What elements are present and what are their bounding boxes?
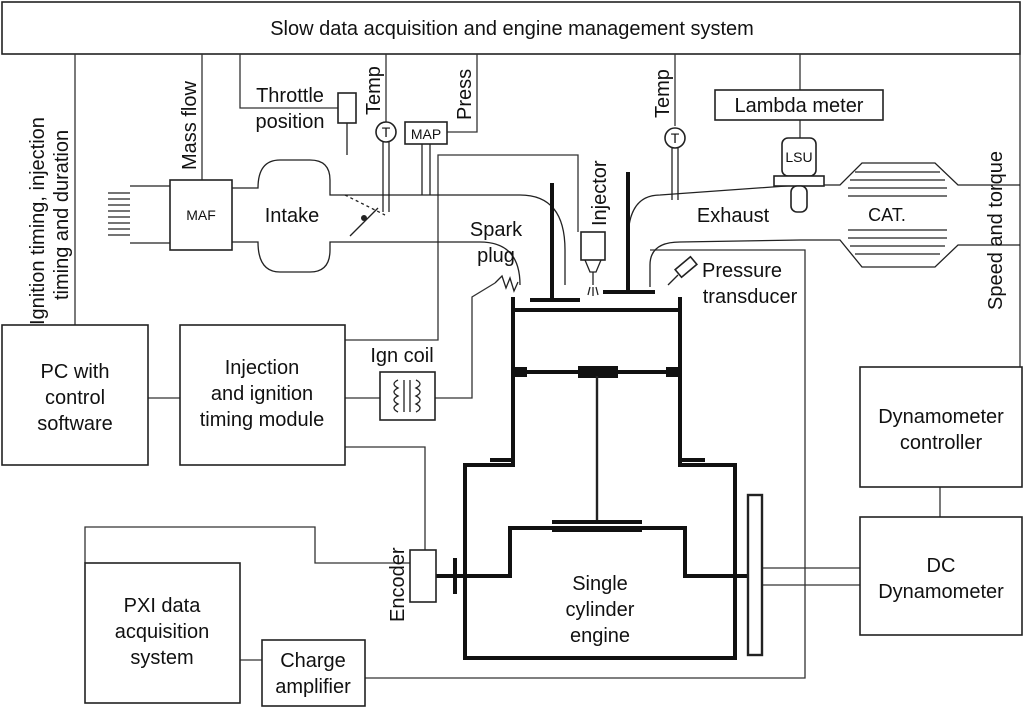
- dc-dyno-box: DC Dynamometer: [859, 516, 1023, 636]
- speed-torque-label: Speed and torque: [985, 151, 1007, 310]
- pressure-transducer-label-2: transducer: [703, 286, 798, 308]
- temp-exhaust-label: Temp: [652, 69, 674, 118]
- pxi-label-3: system: [130, 647, 193, 669]
- pxi-box: PXI data acquisition system: [84, 562, 241, 704]
- lambda-label: Lambda meter: [735, 95, 864, 117]
- ignition-label-2: timing and duration: [51, 130, 73, 300]
- exhaust-system: CAT. T LSU: [627, 127, 1020, 287]
- engine-label-3: engine: [570, 625, 630, 647]
- pxi-label-1: PXI data: [124, 595, 202, 617]
- temp-intake-label: Temp: [363, 66, 385, 115]
- slow-daq-box: Slow data acquisition and engine managem…: [1, 1, 1021, 55]
- injection-label-3: timing module: [200, 409, 325, 431]
- engine-label-1: Single: [572, 573, 628, 595]
- slow-daq-label: Slow data acquisition and engine managem…: [270, 18, 754, 40]
- pc-label-3: software: [37, 413, 113, 435]
- injection-label-2: and ignition: [211, 383, 313, 405]
- throttle-label-2: position: [256, 111, 325, 133]
- air-filter-icon: [108, 192, 130, 236]
- ign-coil-box: [379, 371, 436, 421]
- dc-dyno-label-2: Dynamometer: [878, 581, 1004, 603]
- injector-label: Injector: [589, 160, 611, 226]
- intake-label: Intake: [265, 205, 319, 227]
- lambda-meter-box: Lambda meter: [714, 89, 884, 121]
- pc-label-2: control: [45, 387, 105, 409]
- engine-body: [435, 172, 764, 660]
- maf-label: MAF: [186, 207, 216, 223]
- map-sensor: [404, 121, 448, 145]
- cat-label: CAT.: [868, 205, 906, 225]
- catalytic-converter: CAT.: [848, 171, 947, 255]
- pressure-transducer-icon: [667, 255, 699, 286]
- pc-box: PC with control software: [1, 324, 149, 466]
- encoder-label: Encoder: [387, 547, 409, 622]
- charge-amp-box: Charge amplifier: [261, 639, 366, 707]
- temp-sensor-exhaust: [664, 127, 686, 149]
- lsu-label: LSU: [785, 149, 812, 165]
- spark-plug-label-1: Spark: [470, 219, 523, 241]
- pressure-transducer-label-1: Pressure: [702, 260, 782, 282]
- svg-text:T: T: [382, 124, 391, 140]
- charge-label-1: Charge: [280, 650, 346, 672]
- throttle-label-1: Throttle: [256, 85, 324, 107]
- signal-wires: [74, 54, 1021, 679]
- mass-flow-label: Mass flow: [179, 81, 201, 170]
- throttle-sensor: [337, 92, 357, 124]
- spark-plug-icon: [494, 274, 519, 293]
- injection-label-1: Injection: [225, 357, 300, 379]
- pc-label-1: PC with: [41, 361, 110, 383]
- engine-label-2: cylinder: [566, 599, 635, 621]
- ignition-label-1: Ignition timing, injection: [27, 117, 49, 325]
- pxi-label-2: acquisition: [115, 621, 210, 643]
- intake-system: MAF T MAP: [108, 92, 566, 286]
- press-label: Press: [454, 69, 476, 120]
- charge-label-2: amplifier: [275, 676, 351, 698]
- dc-dyno-label-1: DC: [927, 555, 956, 577]
- dyno-controller-box: Dynamometer controller: [859, 366, 1023, 488]
- encoder-box: [409, 549, 437, 603]
- maf-sensor: [169, 179, 233, 251]
- dyno-ctrl-label-2: controller: [900, 432, 983, 454]
- spark-plug-label-2: plug: [477, 245, 515, 267]
- transformer-icon: [393, 379, 421, 413]
- map-label: MAP: [411, 126, 441, 142]
- exhaust-label: Exhaust: [697, 205, 770, 227]
- ign-coil-label: Ign coil: [370, 345, 433, 367]
- injection-module-box: Injection and ignition timing module: [179, 324, 346, 466]
- svg-text:T: T: [671, 130, 680, 146]
- dyno-ctrl-label-1: Dynamometer: [878, 406, 1004, 428]
- injector: [580, 231, 606, 296]
- temp-sensor-intake: [375, 121, 397, 143]
